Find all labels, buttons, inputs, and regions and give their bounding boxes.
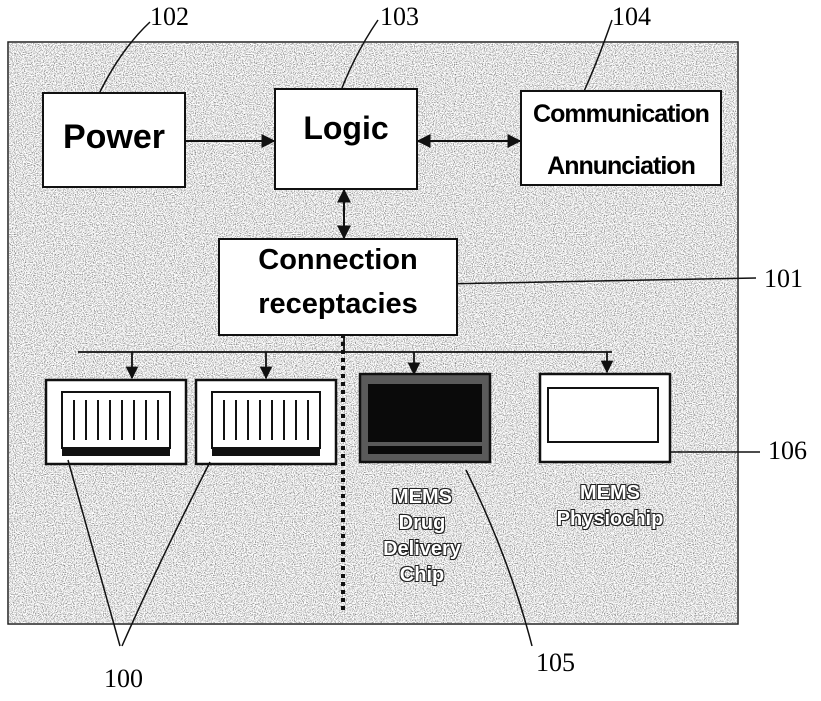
electrode-chip-2-inner	[212, 392, 320, 448]
drug-chip-base	[368, 446, 482, 454]
drug-chip-caption: MEMS Drug Delivery Chip	[360, 484, 484, 588]
receptacies-label: receptacies	[220, 288, 456, 321]
ref-101: 101	[764, 264, 803, 294]
communication-block: Communication Annunciation	[520, 90, 722, 186]
power-label: Power	[44, 118, 184, 157]
physio-caption-line-1: MEMS	[530, 480, 690, 506]
electrode-chip-1-inner	[62, 392, 170, 448]
drug-caption-line-3: Delivery	[360, 536, 484, 562]
logic-block: Logic	[274, 88, 418, 190]
connection-block: Connection receptacies	[218, 238, 458, 336]
drug-caption-line-1: MEMS	[360, 484, 484, 510]
ref-103: 103	[380, 2, 419, 32]
annunciation-label: Annunciation	[522, 152, 720, 181]
drug-chip-core	[368, 384, 482, 442]
logic-label: Logic	[276, 110, 416, 147]
power-block: Power	[42, 92, 186, 188]
physiochip-caption: MEMS Physiochip	[530, 480, 690, 532]
ref-100: 100	[104, 664, 143, 694]
drug-caption-line-4: Chip	[360, 562, 484, 588]
physio-caption-line-2: Physiochip	[530, 506, 690, 532]
ref-102: 102	[150, 2, 189, 32]
ref-106: 106	[768, 436, 807, 466]
connection-label: Connection	[220, 244, 456, 277]
ref-105: 105	[536, 648, 575, 678]
ref-104: 104	[612, 2, 651, 32]
communication-label: Communication	[522, 100, 720, 129]
drug-caption-line-2: Drug	[360, 510, 484, 536]
electrode-chip-2-base	[212, 448, 320, 456]
electrode-chip-1-base	[62, 448, 170, 456]
physiochip-inner	[548, 388, 658, 442]
